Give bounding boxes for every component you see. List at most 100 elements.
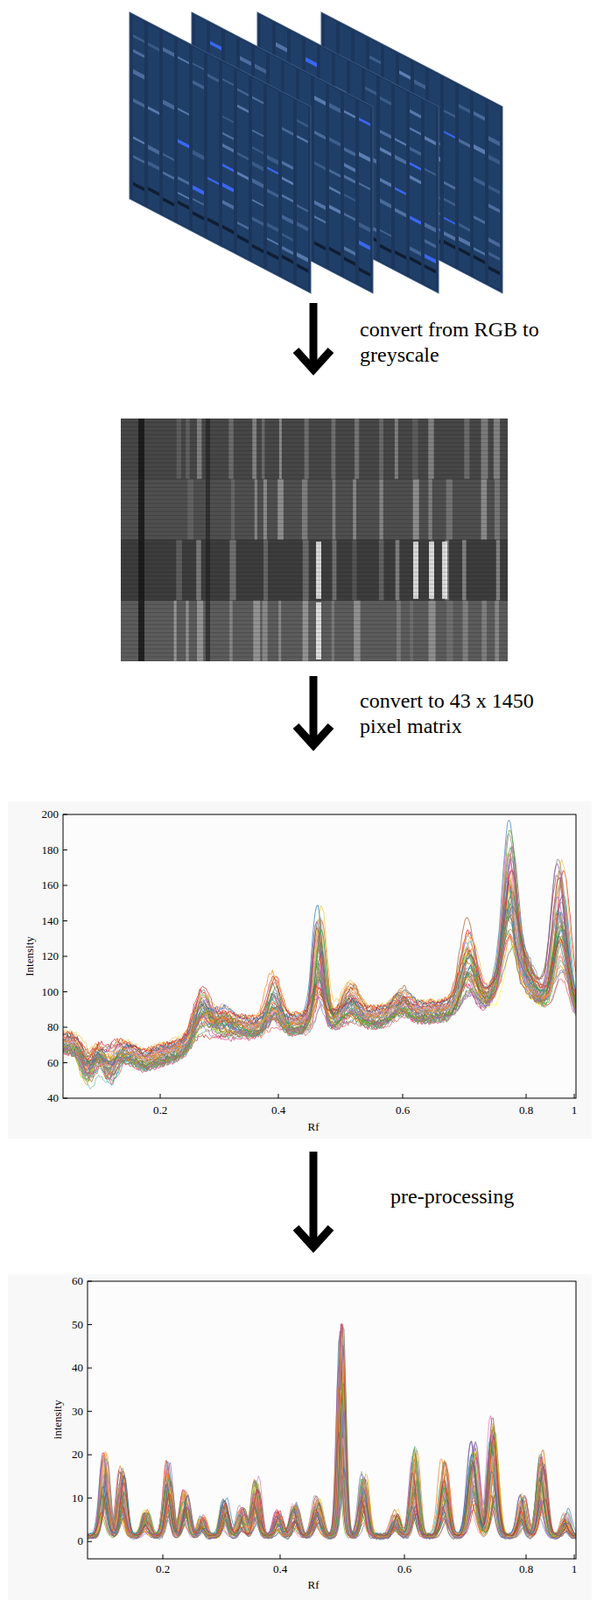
plate-band bbox=[473, 246, 485, 256]
lane-line bbox=[120, 551, 508, 553]
plate-band bbox=[379, 244, 392, 254]
tlc-plate bbox=[129, 12, 311, 294]
tick-mark bbox=[63, 1061, 68, 1063]
light-band bbox=[379, 478, 383, 540]
lane-line bbox=[120, 583, 508, 585]
light-band bbox=[351, 540, 357, 601]
plate-band bbox=[266, 166, 279, 175]
chart-lines bbox=[63, 819, 576, 1089]
plate-band bbox=[473, 176, 485, 187]
plate-band bbox=[281, 254, 294, 265]
tick-mark bbox=[162, 1553, 164, 1559]
lane-line bbox=[120, 591, 508, 593]
plate-band bbox=[344, 110, 356, 119]
sample-line bbox=[63, 856, 576, 1081]
sample-line bbox=[87, 1323, 576, 1536]
lane-line bbox=[120, 567, 508, 569]
tick-label: 0.6 bbox=[397, 1562, 412, 1576]
light-band bbox=[395, 540, 401, 601]
sample-line bbox=[63, 933, 576, 1061]
lane-line bbox=[120, 454, 508, 456]
lane-line bbox=[120, 462, 508, 464]
light-band bbox=[254, 478, 258, 540]
tick-label: 0.4 bbox=[271, 1103, 286, 1117]
tick-mark bbox=[278, 1093, 280, 1098]
tick-label: 10 bbox=[71, 1490, 84, 1504]
plate-band bbox=[409, 215, 422, 225]
tick-label: 120 bbox=[42, 949, 60, 963]
tick-label: 200 bbox=[42, 807, 60, 822]
step-label: convert to 43 x 1450 pixel matrix bbox=[359, 688, 562, 739]
lane-line bbox=[120, 647, 508, 649]
plate-band bbox=[222, 77, 234, 86]
plate-band bbox=[379, 229, 392, 238]
plate-band bbox=[133, 69, 145, 80]
lane-line bbox=[120, 559, 508, 561]
plate-band bbox=[222, 132, 234, 141]
plate-band bbox=[252, 198, 264, 207]
lane-line bbox=[120, 511, 508, 513]
plate-band bbox=[177, 175, 190, 185]
plate-band bbox=[296, 263, 309, 274]
plate-band bbox=[473, 215, 485, 225]
light-band bbox=[196, 540, 202, 601]
lane-line bbox=[120, 656, 508, 658]
plate-band bbox=[458, 246, 471, 257]
light-band bbox=[428, 478, 432, 540]
tlc-plate bbox=[257, 12, 439, 294]
plate-band bbox=[207, 176, 219, 185]
plate-band bbox=[458, 223, 471, 232]
plate-band bbox=[296, 221, 309, 232]
dark-band bbox=[138, 478, 145, 540]
plate-band bbox=[369, 55, 381, 64]
plate-band bbox=[424, 264, 436, 274]
plate-band bbox=[162, 170, 175, 180]
sample-line bbox=[87, 1378, 576, 1538]
light-band bbox=[277, 478, 284, 540]
plate-band bbox=[409, 109, 422, 119]
plate-band bbox=[207, 73, 219, 83]
tlc-plates bbox=[129, 12, 503, 294]
light-band bbox=[496, 540, 500, 601]
sample-line bbox=[63, 870, 576, 1061]
plate-band bbox=[344, 193, 356, 202]
arrow-shaft bbox=[309, 675, 318, 742]
dark-band bbox=[205, 418, 211, 479]
dark-band bbox=[138, 540, 145, 601]
light-band bbox=[481, 600, 487, 661]
light-band bbox=[261, 418, 265, 479]
plate-lane bbox=[177, 39, 190, 229]
tick-label: 60 bbox=[47, 1055, 59, 1069]
plate-band bbox=[358, 151, 371, 162]
sample-line bbox=[87, 1364, 576, 1537]
lane-line bbox=[120, 526, 508, 528]
arrow-shaft bbox=[309, 302, 318, 366]
sample-line bbox=[87, 1395, 576, 1537]
tick-label: 0.8 bbox=[519, 1562, 534, 1576]
plate-band bbox=[424, 222, 436, 233]
lane-line bbox=[120, 595, 508, 597]
tick-label: 160 bbox=[42, 878, 60, 892]
lane-line bbox=[120, 599, 508, 601]
plate-band bbox=[314, 240, 326, 251]
greyscale-strip bbox=[120, 418, 508, 479]
sample-line bbox=[63, 900, 576, 1069]
tlc-plate bbox=[321, 12, 503, 294]
plate-band bbox=[344, 256, 356, 267]
axes-box bbox=[87, 1280, 576, 1559]
light-band bbox=[252, 600, 260, 661]
lane-line bbox=[120, 466, 508, 468]
axis-title: Intensity bbox=[23, 935, 37, 977]
plate-band bbox=[443, 239, 456, 250]
plate-band bbox=[147, 161, 160, 171]
light-band bbox=[229, 540, 236, 601]
lane-line bbox=[120, 616, 508, 618]
lane-line bbox=[120, 506, 508, 508]
sample-line bbox=[87, 1339, 576, 1537]
tick-mark bbox=[526, 1093, 527, 1098]
tick-label: 180 bbox=[42, 842, 60, 857]
lane-line bbox=[120, 587, 508, 589]
light-band bbox=[331, 600, 335, 661]
tick-mark bbox=[87, 1453, 92, 1455]
plate-lane bbox=[207, 54, 219, 244]
